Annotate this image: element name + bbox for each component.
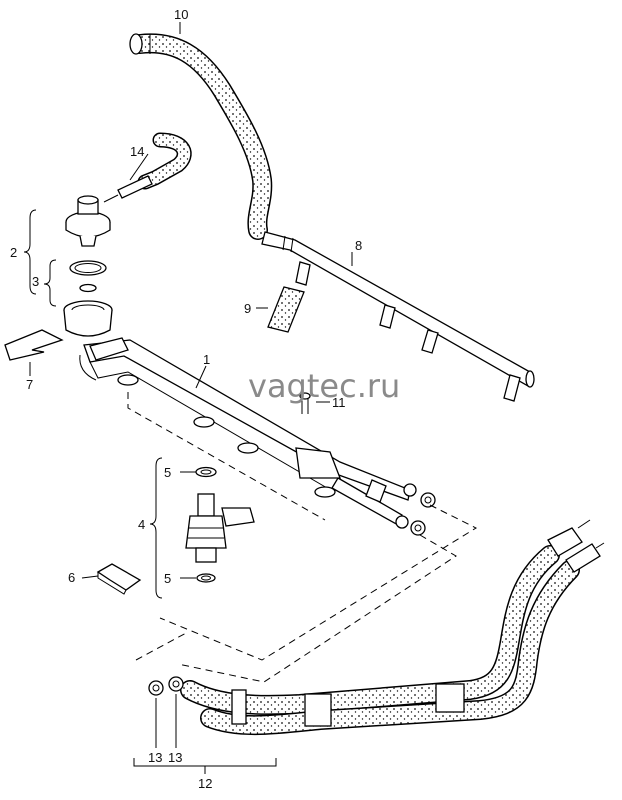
clip-7-icon — [4, 329, 64, 361]
dashed-reference-lines — [127, 392, 478, 683]
callout-5-lower: 5 — [164, 571, 171, 586]
pressure-regulator-icon — [65, 195, 111, 247]
hose-9-icon — [267, 286, 305, 333]
clamp-13-icon — [148, 676, 184, 696]
callout-8: 8 — [355, 238, 362, 253]
callout-labels: 10 14 2 3 8 9 1 11 7 5 4 6 5 13 13 12 — [10, 7, 362, 791]
fuel-rail-icon — [63, 300, 417, 529]
leader-lines — [23, 22, 353, 774]
callout-7: 7 — [26, 377, 33, 392]
injector-icon — [185, 466, 255, 583]
clamp-icon — [410, 492, 436, 536]
bolt-11-icon — [299, 392, 311, 414]
callout-13-left: 13 — [148, 750, 162, 765]
hose-14-icon — [103, 132, 192, 203]
clip-6-icon — [96, 563, 142, 595]
callout-1: 1 — [203, 352, 210, 367]
hose-10-icon — [129, 33, 273, 240]
callout-14: 14 — [130, 144, 144, 159]
callout-6: 6 — [68, 570, 75, 585]
callout-10: 10 — [174, 7, 188, 22]
callout-3: 3 — [32, 274, 39, 289]
callout-9: 9 — [244, 301, 251, 316]
fuel-line-8-icon — [261, 231, 535, 402]
callout-13-right: 13 — [168, 750, 182, 765]
hose-assembly-12-icon — [180, 519, 605, 736]
callout-12: 12 — [198, 776, 212, 791]
o-ring-3-icon — [69, 260, 107, 293]
callout-2: 2 — [10, 245, 17, 260]
callout-4: 4 — [138, 517, 145, 532]
callout-11: 11 — [332, 395, 346, 410]
callout-5-upper: 5 — [164, 465, 171, 480]
watermark-text: vagtec.ru — [248, 367, 400, 405]
